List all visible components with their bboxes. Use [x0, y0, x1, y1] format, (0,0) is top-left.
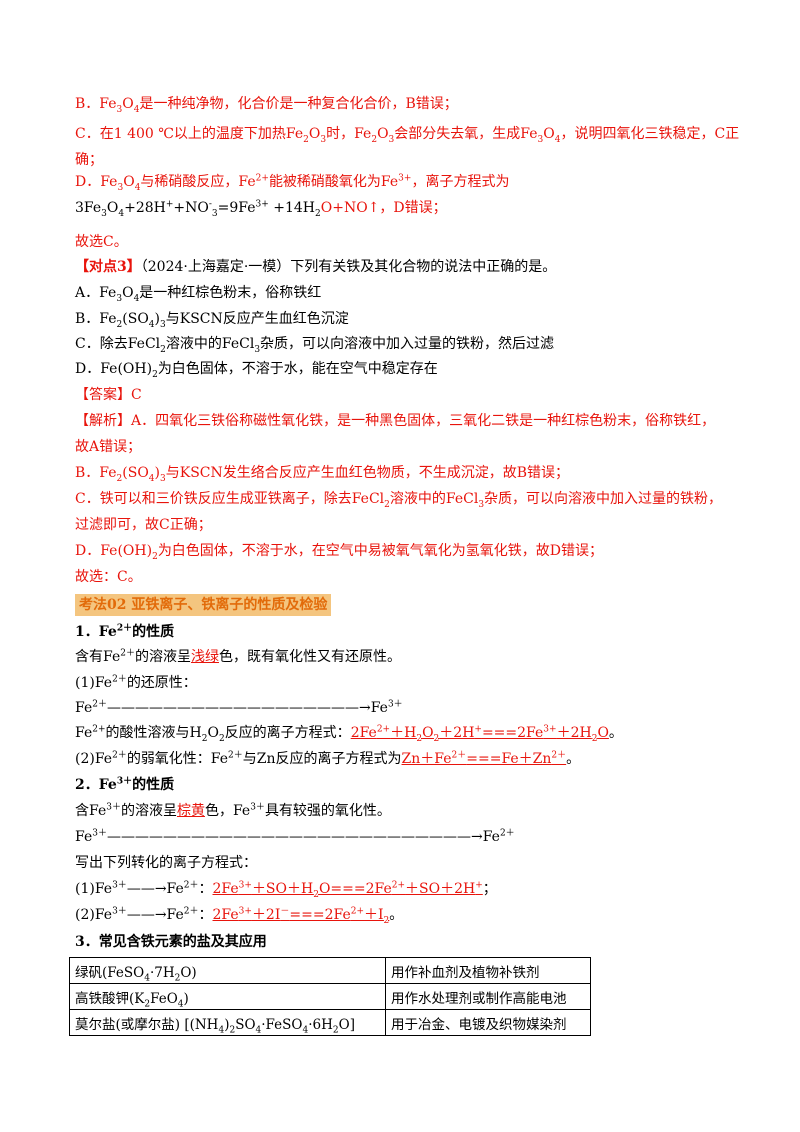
salt-name: 高铁酸钾(K2FeO4) [69, 983, 386, 1010]
fe3-prompt: 写出下列转化的离子方程式： [75, 855, 257, 871]
table-row: 莫尔盐(或摩尔盐) [(NH4)2SO4·FeSO4·6H2O] 用于冶金、电镀… [69, 1009, 591, 1036]
prev-option-c-cont: 确； [75, 152, 103, 168]
explanation-d: D．Fe(OH)2为白色固体，不溶于水，在空气中易被氧气氧化为氢氧化铁，故D错误… [75, 543, 604, 562]
fe2-equation-h2o2: Fe2+的酸性溶液与H2O2反应的离子方程式：2Fe2+＋H2O2＋2H+===… [75, 724, 623, 744]
explanation-a: 【解析】A．四氧化三铁俗称磁性氧化铁，是一种黑色固体，三氧化二铁是一种红棕色粉末… [75, 413, 716, 429]
fe2-intro: 含有Fe2＋的溶液呈浅绿色，既有氧化性又有还原性。 [75, 648, 401, 665]
fe3-arrow: Fe3＋——————————————————————————→Fe2＋ [75, 828, 515, 845]
table-row: 绿矾(FeSO4·7H2O) 用作补血剂及植物补铁剂 [69, 957, 591, 984]
prev-choose: 故选C。 [75, 234, 128, 250]
fe2-oxidation: (2)Fe2＋的弱氧化性：Fe2＋与Zn反应的离子方程式为Zn＋Fe2＋===F… [75, 750, 581, 767]
fe3-intro: 含Fe3＋的溶液呈棕黄色，Fe3＋具有较强的氧化性。 [75, 802, 391, 819]
salts-heading: 3．常见含铁元素的盐及其应用 [75, 934, 267, 950]
option-d: D．Fe(OH)2为白色固体，不溶于水，能在空气中稳定存在 [75, 361, 438, 380]
prev-equation: 3Fe3O4+28H++NO-3=9Fe3+ +14H2O+NO↑，D错误； [75, 199, 447, 219]
explanation-a-cont: 故A错误； [75, 439, 142, 455]
salts-table: 绿矾(FeSO4·7H2O) 用作补血剂及植物补铁剂 高铁酸钾(K2FeO4) … [69, 957, 591, 1036]
prev-option-c: C．在1 400 ℃以上的温度下加热Fe2O3时，Fe2O3会部分失去氧，生成F… [75, 126, 740, 145]
salt-use: 用于冶金、电镀及织物媒染剂 [385, 1009, 591, 1036]
explanation-c: C．铁可以和三价铁反应生成亚铁离子，除去FeCl2溶液中的FeCl3杂质，可以向… [75, 491, 723, 510]
table-row: 高铁酸钾(K2FeO4) 用作水处理剂或制作高能电池 [69, 983, 591, 1010]
option-c: C．除去FeCl2溶液中的FeCl3杂质，可以向溶液中加入过量的铁粉，然后过滤 [75, 336, 555, 355]
explanation-c-cont: 过滤即可，故C正确； [75, 517, 212, 533]
prev-option-b: B．Fe3O4是一种纯净物，化合价是一种复合化合价，B错误； [75, 96, 458, 115]
fe2-heading: 1．Fe2＋的性质 [75, 623, 175, 640]
salt-name: 绿矾(FeSO4·7H2O) [69, 957, 386, 984]
explanation-b: B．Fe2(SO4)3与KSCN发生络合反应产生血红色物质，不生成沉淀，故B错误… [75, 465, 570, 484]
option-b: B．Fe2(SO4)3与KSCN反应产生血红色沉淀 [75, 311, 349, 330]
fe2-arrow: Fe2＋——————————————————→Fe3＋ [75, 699, 403, 716]
prev-option-d: D．Fe3O4与稀硝酸反应，Fe2+能被稀硝酸氧化为Fe3+，离子方程式为 [75, 173, 510, 193]
fe3-heading: 2．Fe3＋的性质 [75, 776, 175, 793]
fe3-equation-iodide: (2)Fe3＋——→Fe2＋：2Fe3+＋2I－===2Fe2+＋I2。 [75, 906, 404, 926]
fe2-reduction-title: (1)Fe2＋的还原性： [75, 674, 197, 691]
explanation-choose: 故选：C。 [75, 569, 142, 585]
option-a: A．Fe3O4是一种红棕色粉末，俗称铁红 [75, 285, 322, 304]
section-heading: 考法02 亚铁离子、铁离子的性质及检验 [75, 594, 332, 616]
answer: 【答案】C [75, 387, 142, 403]
question-stem: 【对点3】（2024·上海嘉定·一模）下列有关铁及其化合物的说法中正确的是。 [75, 259, 557, 275]
salt-name: 莫尔盐(或摩尔盐) [(NH4)2SO4·FeSO4·6H2O] [69, 1009, 386, 1036]
fe3-equation-so2: (1)Fe3＋——→Fe2＋：2Fe3+＋SO＋H2O===2Fe2+＋SO＋2… [75, 880, 497, 900]
salt-use: 用作补血剂及植物补铁剂 [385, 957, 591, 984]
salt-use: 用作水处理剂或制作高能电池 [385, 983, 591, 1010]
